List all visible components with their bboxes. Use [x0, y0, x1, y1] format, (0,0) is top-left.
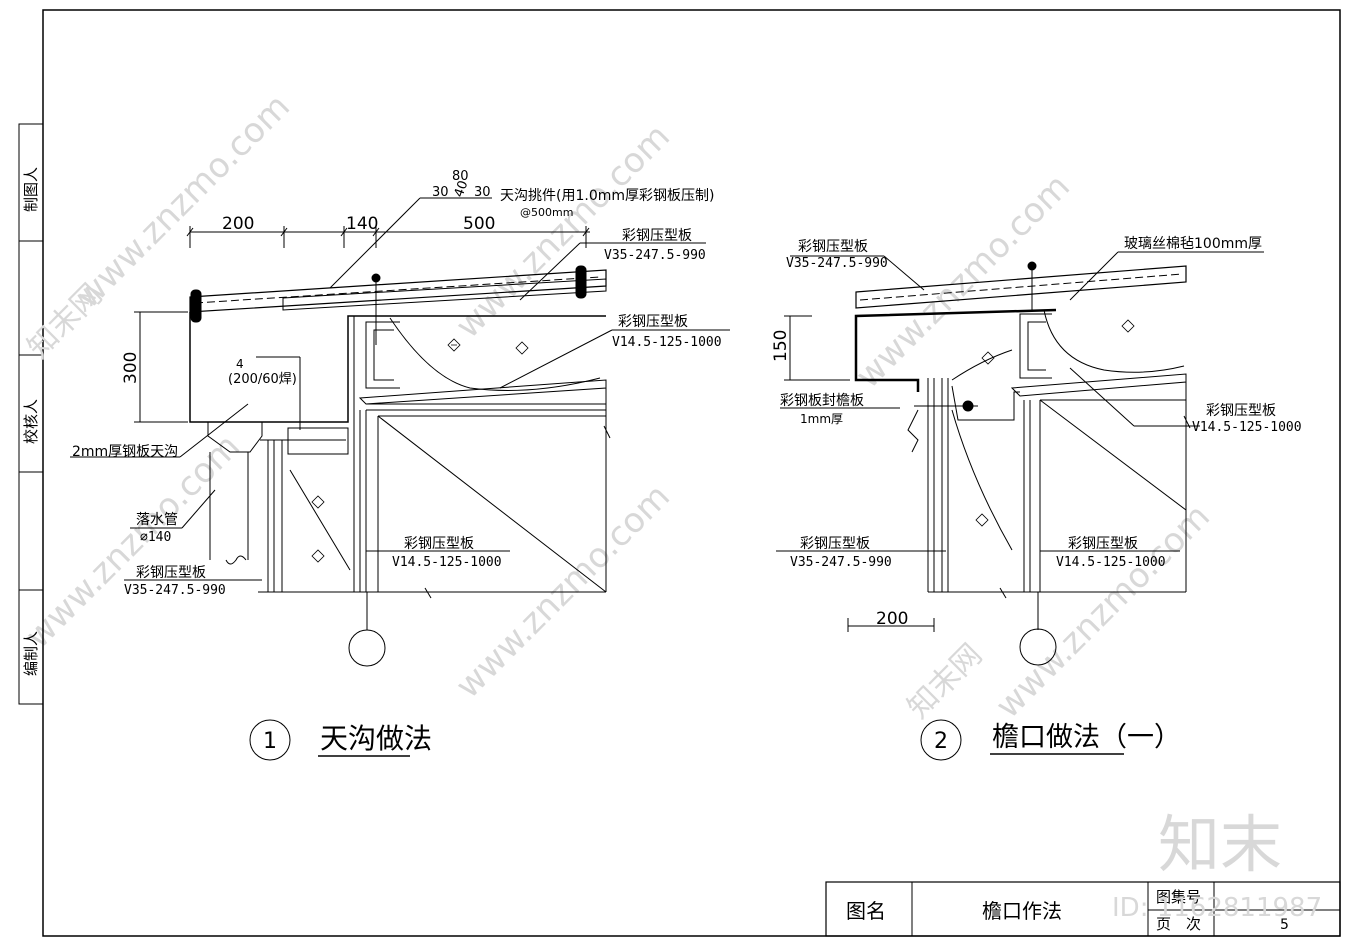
title-block-atlas-label: 图集号: [1156, 888, 1201, 906]
wall-outer-spec: V35-247.5-990: [124, 583, 226, 598]
watermark-site-3: www.znzmo.com: [848, 166, 1078, 396]
detail-1-labels: 200 140 500 300 80 30 40 30 天沟挑件(用1.0mm厚…: [72, 169, 722, 598]
watermark-brand-alt-1: 知末网: [21, 277, 109, 365]
gutter-dim-80: 80: [452, 169, 469, 184]
d2-wall-inner-name: 彩钢压型板: [1068, 536, 1138, 552]
d2-roof-panel-spec: V35-247.5-990: [786, 256, 888, 271]
d2-fascia-thk: 1mm厚: [800, 412, 843, 426]
detail-1-title: 天沟做法: [320, 722, 432, 755]
detail-2-number-circle: [920, 719, 962, 761]
inner-panel-spec: V14.5-125-1000: [612, 335, 722, 350]
gutter-dim-30b: 30: [474, 185, 491, 200]
d2-inner-panel-name: 彩钢压型板: [1206, 403, 1276, 419]
side-cell-drawer: 制图人: [22, 167, 40, 212]
dim-140: 140: [346, 214, 378, 234]
detail-1-number-circle: [249, 719, 291, 761]
detail-2-drawing: [776, 251, 1264, 632]
callout-bracket-spacing: @500mm: [520, 206, 573, 219]
watermark-brand: 知末: [1158, 808, 1282, 881]
gutter-dim-30a: 30: [432, 185, 449, 200]
detail-1-number: 1: [263, 729, 277, 754]
d2-dim-200: 200: [876, 609, 908, 629]
roof-panel-spec: V35-247.5-990: [604, 248, 706, 263]
title-block-name-value: 檐口作法: [982, 899, 1062, 923]
d2-insulation-label: 玻璃丝棉毡100mm厚: [1124, 235, 1262, 252]
watermark-layer: www.znzmo.com www.znzmo.com www.znzmo.co…: [18, 86, 1218, 726]
downpipe-size: ⌀140: [140, 530, 171, 545]
detail-1-drawing: [70, 197, 730, 630]
gutter-dim-40: 40: [452, 179, 472, 200]
wall-outer-name: 彩钢压型板: [136, 565, 206, 581]
title-block-page-label: 页 次: [1156, 915, 1201, 933]
watermark-site-6: www.znzmo.com: [988, 496, 1218, 726]
d2-inner-panel-spec: V14.5-125-1000: [1192, 420, 1302, 435]
dim-200: 200: [222, 214, 254, 234]
d2-roof-panel-name: 彩钢压型板: [798, 239, 868, 255]
insulation-hatch-marks: [311, 319, 1135, 563]
d2-wall-inner-spec: V14.5-125-1000: [1056, 555, 1166, 570]
dim-300: 300: [121, 352, 141, 384]
d2-dim-150: 150: [771, 330, 791, 362]
watermark-site-1: www.znzmo.com: [68, 86, 298, 316]
detail-1-callout-circle: [348, 629, 386, 667]
detail-2-labels: 彩钢压型板 V35-247.5-990 玻璃丝棉毡100mm厚 150 彩钢板封…: [771, 235, 1302, 629]
side-cell-editor: 编制人: [22, 631, 40, 676]
weld-label: 4: [236, 357, 244, 371]
gutter-label: 2mm厚钢板天沟: [72, 444, 178, 460]
wall-inner-name: 彩钢压型板: [404, 536, 474, 552]
watermark-id: ID: 1162811987: [1112, 893, 1322, 923]
title-block: 图名 檐口作法 图集号 页 次 5: [825, 881, 1341, 937]
detail-2-callout-circle: [1019, 628, 1057, 666]
watermark-site-4: www.znzmo.com: [18, 426, 248, 656]
title-block-name-label: 图名: [846, 899, 886, 923]
watermark-brand-alt-2: 知末网: [901, 637, 989, 725]
detail-2-number: 2: [934, 729, 948, 754]
d2-fascia-label: 彩钢板封檐板: [780, 393, 864, 409]
title-block-page-value: 5: [1280, 917, 1289, 933]
dim-500: 500: [463, 214, 495, 234]
d2-wall-outer-name: 彩钢压型板: [800, 536, 870, 552]
side-panel: 制图人 校核人 编制人: [18, 123, 44, 705]
weld-spec: (200/60焊): [228, 371, 297, 387]
wall-inner-spec: V14.5-125-1000: [392, 555, 502, 570]
detail-2-title: 檐口做法（一）: [992, 722, 1181, 753]
side-cell-checker: 校核人: [22, 399, 40, 444]
downpipe-label: 落水管: [136, 512, 178, 528]
d2-wall-outer-spec: V35-247.5-990: [790, 555, 892, 570]
inner-panel-name: 彩钢压型板: [618, 314, 688, 330]
watermark-site-5: www.znzmo.com: [448, 476, 678, 706]
roof-panel-name: 彩钢压型板: [622, 228, 692, 244]
callout-bracket: 天沟挑件(用1.0mm厚彩钢板压制): [500, 188, 714, 204]
